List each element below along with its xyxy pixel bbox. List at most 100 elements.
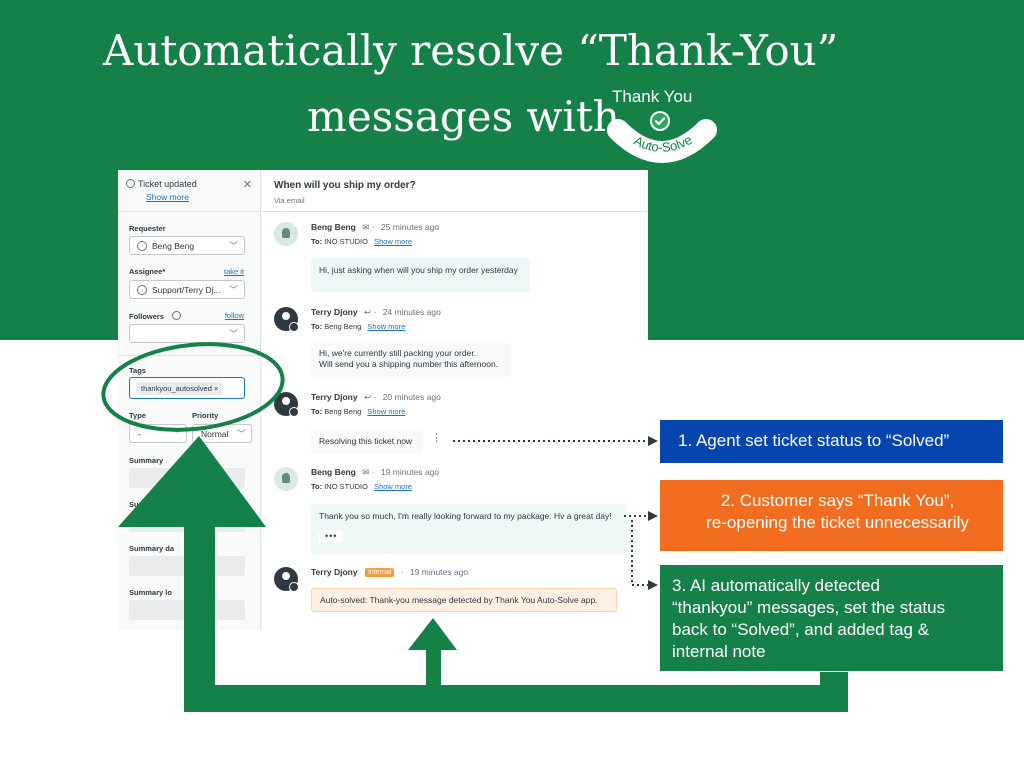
to-label: To: — [311, 482, 323, 491]
conversation-pane: When will you ship my order? Via email B… — [262, 170, 648, 630]
followers-label: Followers — [129, 311, 182, 321]
show-more-link[interactable]: Show more — [374, 237, 412, 246]
summary-label: Summary — [129, 456, 164, 465]
priority-select[interactable]: Normal ﹀ — [192, 424, 252, 443]
show-more-link[interactable]: Show more — [374, 482, 412, 491]
person-icon — [137, 241, 147, 251]
message-item: Beng Beng ✉ · 25 minutes ago To: INO STU… — [274, 222, 646, 297]
message-time: 19 minutes ago — [380, 467, 440, 477]
tags-label: Tags — [129, 366, 146, 375]
message-author: Beng Beng — [311, 222, 356, 232]
badge-auto-solve-text: Auto-Solve — [632, 132, 695, 155]
requester-label: Requester — [129, 224, 166, 233]
notice-show-more-link[interactable]: Show more — [146, 192, 189, 202]
callout-step-3-line: back to “Solved”, and added tag & — [672, 620, 930, 640]
tag-value: thankyou_autosolved — [141, 384, 212, 393]
ticket-channel: Via email — [274, 196, 305, 205]
reply-icon: ↩ · — [363, 307, 377, 317]
message-author-line: Terry Djony ↩ · 20 minutes ago — [311, 392, 441, 403]
meta-separator: · — [400, 567, 404, 577]
svg-text:Auto-Solve: Auto-Solve — [632, 132, 695, 155]
callout-step-2: 2. Customer says “Thank You”, re-opening… — [660, 480, 1003, 551]
headset-badge-icon — [289, 407, 299, 417]
ticket-updated-notice: Ticket updated Show more ✕ — [118, 170, 260, 212]
callout-step-3-line: “thankyou” messages, set the status — [672, 598, 946, 618]
callout-step-3-line: internal note — [672, 642, 766, 662]
ticket-header: When will you ship my order? Via email — [262, 170, 648, 212]
message-author-line: Beng Beng ✉ · 19 minutes ago — [311, 467, 439, 478]
tag-pill[interactable]: thankyou_autosolved × — [136, 382, 224, 395]
type-select[interactable]: - ﹀ — [129, 424, 187, 443]
to-label: To: — [311, 407, 323, 416]
priority-value: Normal — [201, 429, 229, 439]
tags-input[interactable]: thankyou_autosolved × — [129, 377, 245, 399]
message-recipient-line: To: Beng Beng Show more — [311, 407, 405, 416]
message-recipient-line: To: INO STUDIO Show more — [311, 482, 412, 491]
reply-icon: ↩ · — [363, 392, 377, 402]
chevron-down-icon: ﹀ — [236, 429, 246, 439]
message-author-line: Terry Djony ↩ · 24 minutes ago — [311, 307, 441, 318]
arrowhead-2 — [648, 511, 658, 521]
message-recipient-line: To: Beng Beng Show more — [311, 322, 405, 331]
info-icon — [126, 179, 135, 188]
internal-note-body: Auto-solved: Thank-you message detected … — [311, 588, 617, 612]
type-label: Type — [129, 411, 146, 420]
message-item: Terry Djony ↩ · 24 minutes ago To: Beng … — [274, 307, 646, 382]
show-more-link[interactable]: Show more — [367, 322, 406, 331]
summary-locale-field[interactable] — [129, 600, 245, 620]
headline-line-1: Automatically resolve “Thank-You” — [103, 26, 839, 75]
type-value: - — [138, 429, 141, 439]
close-icon[interactable]: ✕ — [242, 179, 252, 191]
callout-step-2-line: re-opening the ticket unnecessarily — [706, 513, 969, 533]
headset-badge-icon — [289, 582, 299, 592]
arrowhead-3 — [648, 580, 658, 590]
message-item: Beng Beng ✉ · 19 minutes ago To: INO STU… — [274, 467, 646, 562]
assignee-select[interactable]: Support/Terry Dj... ﹀ — [129, 280, 245, 299]
message-recipient-line: To: INO STUDIO Show more — [311, 237, 412, 246]
requester-select[interactable]: Beng Beng ﹀ — [129, 236, 245, 255]
summary-date-field[interactable] — [129, 556, 245, 576]
arrowhead-1 — [648, 436, 658, 446]
message-author: Terry Djony — [311, 307, 358, 317]
ticket-subject: When will you ship my order? — [274, 180, 416, 191]
take-it-link[interactable]: take it — [223, 267, 244, 276]
message-time: 20 minutes ago — [382, 392, 441, 402]
avatar — [274, 567, 299, 592]
avatar — [274, 222, 298, 246]
summary-2-field[interactable] — [129, 512, 245, 532]
chevron-down-icon: ﹀ — [228, 285, 238, 295]
message-author: Terry Djony — [311, 392, 358, 402]
to-label: To: — [311, 322, 323, 331]
follow-link[interactable]: follow — [224, 311, 244, 320]
show-more-link[interactable]: Show more — [367, 407, 406, 416]
avatar — [274, 467, 298, 491]
more-options-icon[interactable]: ⋮ — [431, 432, 442, 444]
callout-step-1: 1. Agent set ticket status to “Solved” — [660, 420, 1003, 463]
chevron-down-icon: ﹀ — [228, 329, 238, 339]
expand-quoted-button[interactable]: ••• — [319, 530, 344, 543]
message-body-line: Hi, we're currently still packing your o… — [319, 348, 477, 358]
message-body: Hi, we're currently still packing your o… — [311, 343, 511, 377]
headset-badge-icon — [289, 322, 299, 332]
callout-step-3: 3. AI automatically detected “thankyou” … — [660, 565, 1003, 671]
chevron-down-icon: ﹀ — [228, 241, 238, 251]
followers-select[interactable]: ﹀ — [129, 324, 245, 343]
summary-field[interactable] — [129, 468, 245, 488]
message-body: Thank you so much, I'm really looking fo… — [311, 504, 627, 554]
remove-tag-icon[interactable]: × — [213, 384, 219, 393]
message-author: Beng Beng — [311, 467, 356, 477]
priority-label: Priority — [192, 411, 219, 420]
ticket-screenshot: Ticket updated Show more ✕ Requester Ben… — [118, 170, 648, 630]
internal-note-item: Terry Djony Internal · 19 minutes ago Au… — [274, 567, 646, 617]
message-body-text: Thank you so much, I'm really looking fo… — [319, 511, 612, 521]
notice-title: Ticket updated — [138, 179, 197, 189]
assignee-value: Support/Terry Dj... — [152, 285, 221, 295]
headset-icon — [137, 285, 147, 295]
message-time: 24 minutes ago — [382, 307, 441, 317]
message-author-line: Terry Djony Internal · 19 minutes ago — [311, 567, 468, 577]
check-circle-icon — [650, 111, 670, 131]
internal-badge: Internal — [364, 568, 395, 577]
chevron-down-icon: ﹀ — [171, 429, 181, 439]
message-recipient: Beng Beng — [324, 407, 362, 416]
email-icon: ✉ · — [362, 467, 375, 477]
